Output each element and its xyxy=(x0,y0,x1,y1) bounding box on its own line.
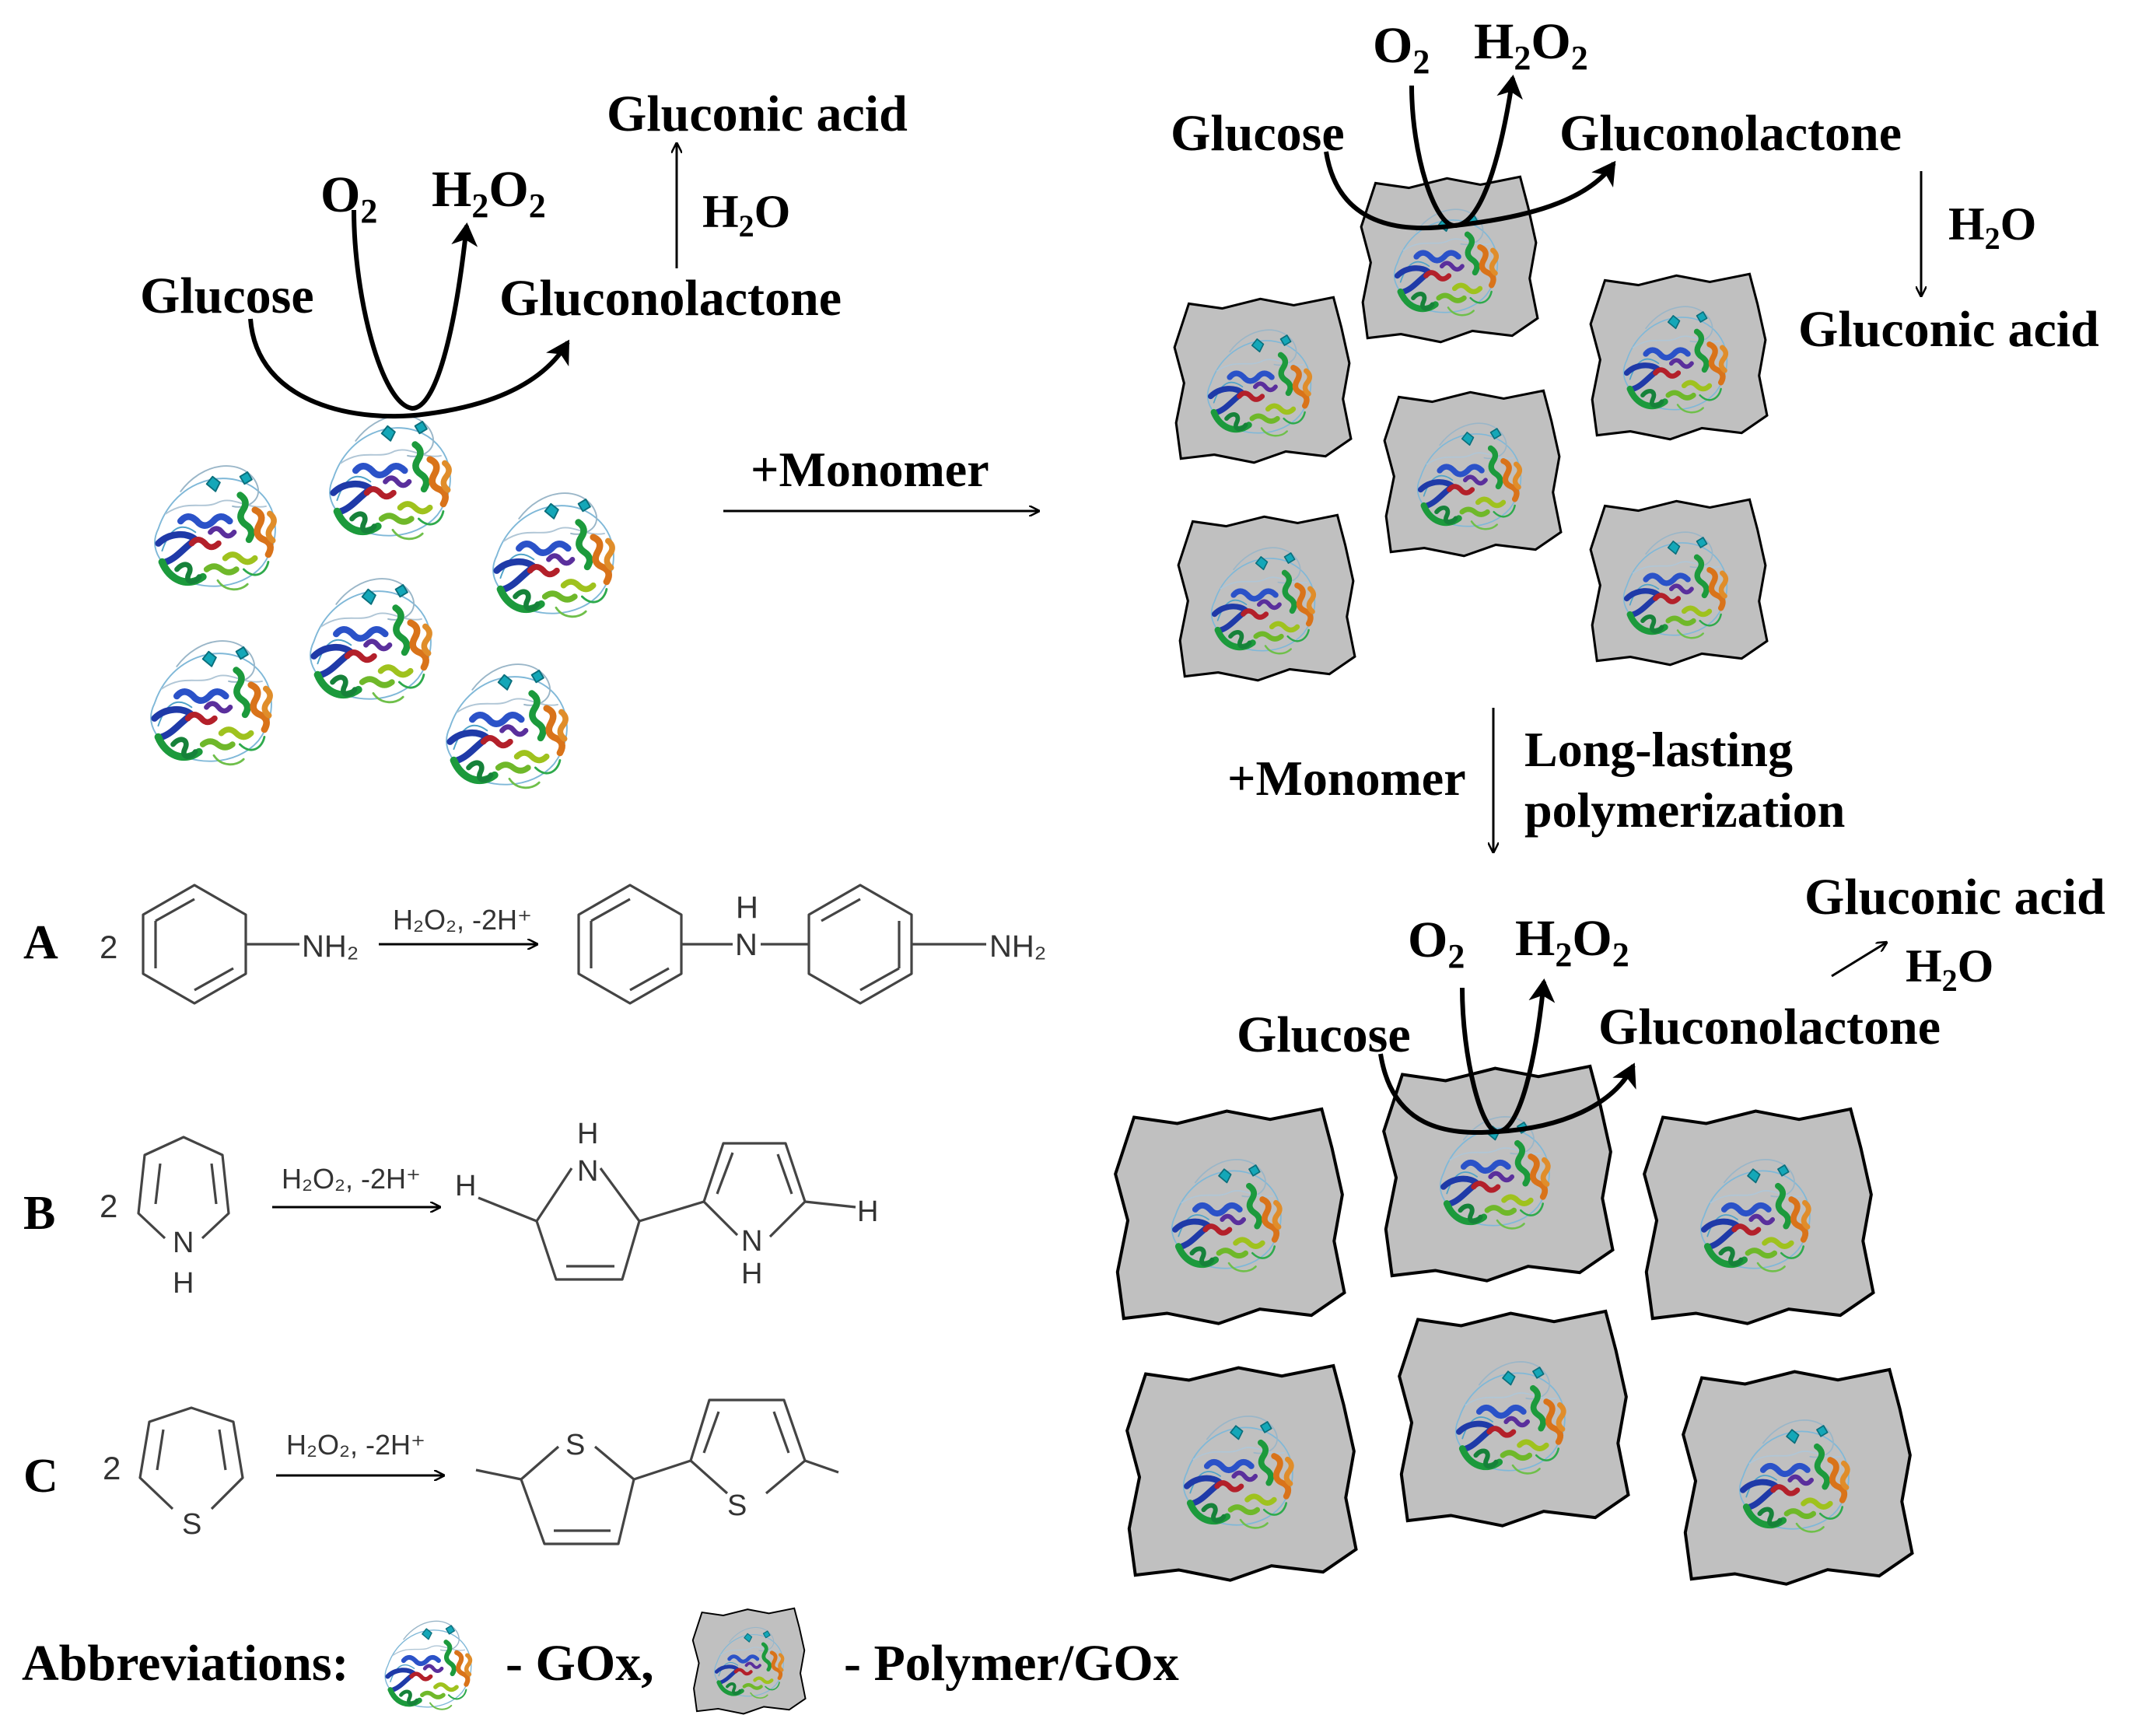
stoich-coef: 2 xyxy=(103,1450,121,1486)
gox-protein-icon xyxy=(330,415,450,539)
terminal-h: H xyxy=(857,1195,878,1228)
aniline-ring xyxy=(142,884,299,1005)
stoich-coef: 2 xyxy=(100,1188,117,1224)
reaction-letter: A xyxy=(23,916,58,969)
legend-gox-label: - GOx, xyxy=(506,1635,654,1692)
reaction-a: A 2 NH₂ H₂O₂, -2H⁺ N H NH₂ xyxy=(23,884,1046,1005)
polymer-gox-particle xyxy=(1382,1064,1615,1283)
polymer-gox-particle xyxy=(1589,272,1769,441)
thin-shell-reaction-arrows xyxy=(1324,75,1921,296)
terminal-amine: NH₂ xyxy=(989,929,1046,964)
gluconic-acid-label: Gluconic acid xyxy=(1804,869,2105,926)
pyrrole-n: N xyxy=(173,1227,194,1259)
reaction-letter: C xyxy=(23,1450,58,1503)
polymer-gox-particle xyxy=(1398,1309,1630,1528)
bipyrrole-h2: H xyxy=(741,1258,762,1290)
terminal-h: H xyxy=(455,1170,476,1202)
reaction-condition: H₂O₂, -2H⁺ xyxy=(393,904,532,936)
bithiophene-s2: S xyxy=(727,1489,747,1522)
glucose-label: Glucose xyxy=(1171,105,1345,162)
thiophene-s: S xyxy=(182,1508,201,1541)
h2o2-label: H2O2 xyxy=(1515,910,1629,974)
legend-polymer-gox-icon xyxy=(691,1607,807,1715)
plus-monomer-label: +Monomer xyxy=(1227,751,1466,806)
polymer-gox-particle xyxy=(1360,175,1539,344)
polymerization-label: polymerization xyxy=(1524,782,1845,838)
gox-protein-icon xyxy=(310,579,431,702)
amine-group: NH₂ xyxy=(302,929,359,964)
bipyrrole-n1: N xyxy=(577,1155,598,1188)
reaction-condition: H₂O₂, -2H⁺ xyxy=(286,1429,425,1461)
reaction-b: B 2 N H H₂O₂, -2H⁺ H N H N H H xyxy=(23,1118,878,1300)
gluconolactone-label: Gluconolactone xyxy=(499,270,842,327)
dimer-ring-1 xyxy=(577,884,733,1005)
h2o-label: H2O xyxy=(1906,940,1993,998)
bithiophene-s1: S xyxy=(565,1429,585,1461)
polymer-gox-particle xyxy=(1589,498,1769,667)
o2-label: O2 xyxy=(1373,17,1430,81)
bipyrrole xyxy=(478,1142,856,1281)
dimer-ring-2 xyxy=(761,884,986,1005)
gox-protein-icon xyxy=(155,466,275,590)
free-gox-cluster xyxy=(151,415,614,788)
h2o-label: H2O xyxy=(702,186,790,243)
thick-shell-cluster xyxy=(1114,1064,1914,1586)
h2o-label: H2O xyxy=(1948,198,2036,256)
polymer-gox-particle xyxy=(1125,1363,1358,1582)
legend-prefix: Abbreviations: xyxy=(22,1635,349,1692)
bipyrrole-n2: N xyxy=(741,1225,762,1258)
amine-linker: N xyxy=(735,928,758,962)
pyrrole-ring xyxy=(137,1136,230,1240)
reaction-c: C 2 S H₂O₂, -2H⁺ S S xyxy=(23,1398,839,1545)
plus-monomer-label: +Monomer xyxy=(751,442,989,497)
abbreviations-legend: Abbreviations: - GOx, - Polymer/GOx xyxy=(22,1607,1179,1715)
long-lasting-label: Long-lasting xyxy=(1524,722,1793,777)
pyrrole-h: H xyxy=(173,1267,194,1300)
gluconic-acid-label: Gluconic acid xyxy=(1798,301,2099,358)
gluconolactone-label: Gluconolactone xyxy=(1559,105,1902,162)
h2o2-label: H2O2 xyxy=(432,161,546,225)
o2-label: O2 xyxy=(1408,912,1465,975)
gox-protein-icon xyxy=(151,641,271,765)
gox-protein-icon xyxy=(446,664,567,788)
amine-h: H xyxy=(736,891,758,925)
o2-label: O2 xyxy=(320,166,377,230)
reaction-letter: B xyxy=(23,1187,55,1240)
gluconolactone-label: Gluconolactone xyxy=(1598,999,1941,1055)
legend-polymer-gox-label: - Polymer/GOx xyxy=(844,1635,1179,1692)
polymer-gox-particle xyxy=(1173,296,1353,464)
free-gox-reaction-arrows xyxy=(248,144,677,419)
thiophene-ring xyxy=(138,1406,244,1510)
free-gox-labels: Glucose O2 H2O2 Gluconolactone Gluconic … xyxy=(140,86,908,327)
polymer-gox-particle xyxy=(1643,1107,1875,1325)
reaction-condition: H₂O₂, -2H⁺ xyxy=(282,1163,421,1195)
thin-shell-labels: Glucose O2 H2O2 Gluconolactone H2O Gluco… xyxy=(1171,13,2099,358)
polymer-gox-particle xyxy=(1682,1367,1914,1586)
glucose-label: Glucose xyxy=(140,268,314,324)
gluconic-acid-label: Gluconic acid xyxy=(607,86,908,142)
monomer-step-2: +Monomer Long-lasting polymerization xyxy=(1227,708,1845,852)
thick-shell-reaction-arrows xyxy=(1378,943,1886,1136)
polymer-gox-particle xyxy=(1114,1107,1346,1325)
legend-gox-icon xyxy=(385,1621,471,1709)
stoich-coef: 2 xyxy=(100,929,117,965)
gox-protein-icon xyxy=(493,493,614,617)
monomer-step-1: +Monomer xyxy=(723,442,1038,511)
polymer-gox-particle xyxy=(1177,513,1356,682)
thin-shell-cluster xyxy=(1173,175,1769,682)
h2o2-label: H2O2 xyxy=(1474,13,1588,77)
glucose-label: Glucose xyxy=(1237,1006,1411,1063)
polymer-gox-particle xyxy=(1383,389,1563,558)
bipyrrole-h1: H xyxy=(577,1118,598,1150)
thick-shell-labels: Glucose O2 H2O2 Gluconolactone Gluconic … xyxy=(1237,869,2105,1063)
bithiophene xyxy=(475,1398,839,1545)
